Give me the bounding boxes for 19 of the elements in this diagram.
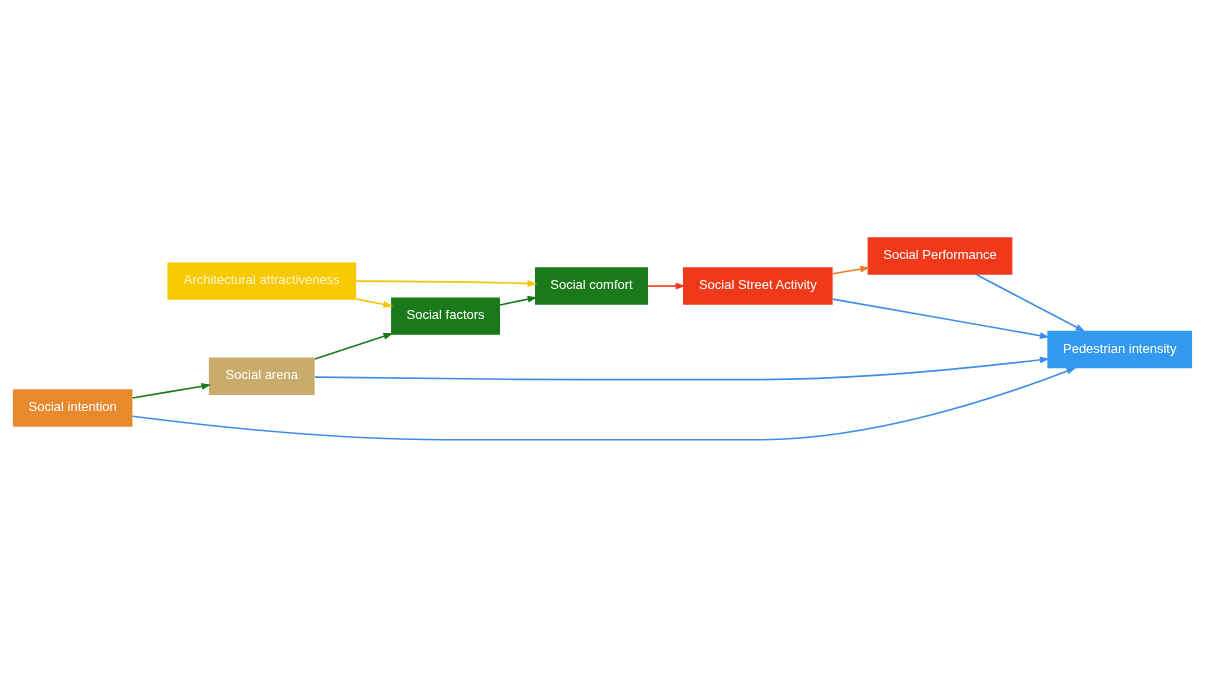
arrow [499,295,538,306]
arrow [832,265,870,274]
arrow [131,382,212,399]
arrow [975,273,1086,332]
node-box: Architectural attractiveness [167,261,357,300]
arrow [313,332,394,360]
node-box: Social arena [208,357,315,395]
arrow [832,297,1050,339]
node-box: Social comfort [535,266,649,305]
node-box: Social Performance [867,236,1013,275]
arrow [131,366,1077,441]
node-box: Social Street Activity [683,266,833,305]
arrow [355,297,394,308]
arrow [647,282,686,289]
node-box: Pedestrian intensity [1047,330,1193,368]
arrow [355,279,538,287]
arrow [314,355,1050,380]
node-box: Social intention [12,388,133,427]
node-box: Social factors [391,296,501,335]
